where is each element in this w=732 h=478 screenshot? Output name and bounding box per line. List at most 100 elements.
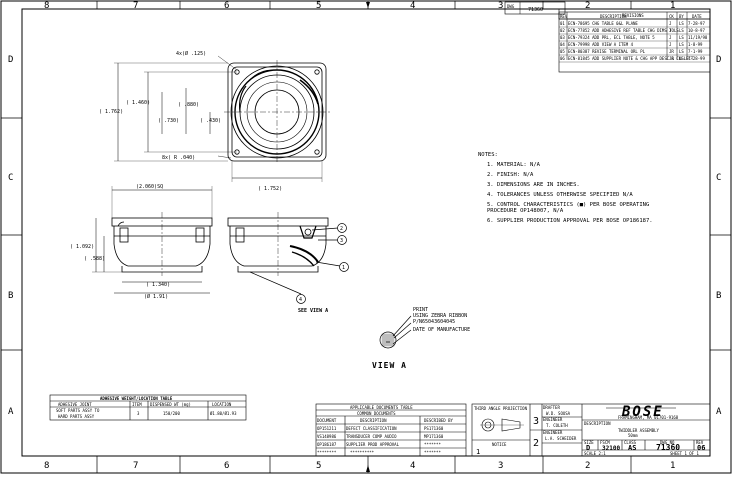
rev-row-4-cell-5: 1-8-99 (688, 42, 703, 47)
note-2: 2. FINISH: N/A (487, 172, 534, 178)
docs-r1-c2: DEFECT CLASSIFICATION (346, 426, 397, 431)
adhesive-h-loc: LOCATION (212, 402, 232, 407)
adhesive-joint-2: HARD PARTS ASSY (58, 414, 95, 419)
view-a-title: VIEW A (372, 361, 407, 370)
description-text: TWIDDLER ASSEMBLY (618, 428, 660, 433)
balloon-1: 1 (342, 265, 345, 271)
rev-row-5-cell-5: 7-1-99 (688, 49, 703, 54)
rev-row-3-cell-5: 11/19/98 (688, 35, 708, 40)
note-6: 6. SUPPLIER PRODUCTION APPROVAL PER BOSE… (487, 218, 653, 224)
docs-r2-c1: VS148986 (317, 434, 337, 439)
dim-880: ( .880) (178, 102, 199, 108)
adhesive-joint-1: SOFT PARTS ASSY TO (56, 408, 100, 413)
note-5: 5. CONTROL CHARACTERISTICS (■) PER BOSE … (487, 202, 649, 208)
top-view (114, 55, 330, 182)
balloon-2: 2 (340, 226, 343, 232)
rev-col-by: BY (679, 14, 684, 19)
docs-h-doc: DOCUMENT (317, 418, 337, 423)
dim-588: ( .588) (84, 256, 105, 262)
adhesive-wt: 150/200 (163, 411, 180, 416)
notes-heading: NOTES: (478, 152, 498, 158)
engineer2-name: L.A. SCHEIDER (545, 436, 577, 441)
balloon-4: 4 (299, 297, 302, 303)
zone-bottom-1: 1 (670, 461, 675, 471)
rev-row-5-cell-2: ECN-80387 REVISE TERMINAL ORL PL (568, 49, 646, 54)
address: FRAMINGHAM, MA 01701-9168 (618, 415, 679, 420)
docs-title: APPLICABLE DOCUMENTS TABLE (350, 405, 413, 410)
docs-h-by: DESCRIBED BY (424, 418, 453, 423)
see-view-a: SEE VIEW A (298, 308, 328, 314)
docs-h-desc: DESCRIPTION (360, 418, 387, 423)
rev-label: REV (696, 440, 704, 445)
rev-row-4-cell-3: J (669, 42, 671, 47)
docs-r2-c3: MP171360 (424, 434, 444, 439)
zone-left-d: D (8, 55, 13, 65)
size-label: SIZE (584, 440, 594, 445)
side-view-left (92, 186, 213, 294)
inner-border (21, 8, 711, 457)
docs-r3-c1: OP186187 (317, 442, 337, 447)
adhesive-item: 3 (137, 411, 140, 416)
rev-col-rev: REV (560, 14, 568, 19)
rev-row-2-cell-2: ECN-77852 ADD ADHESIVE REF TABLE CHG DIM… (568, 28, 679, 33)
note-5b: PROCEDURE OP148007, N/A (487, 208, 564, 214)
zone-top-6: 6 (224, 1, 229, 11)
revision-block: DWG 71360 REVISIONS REV DESCRIPTION CK B… (504, 1, 711, 73)
fscm-value: 32100 (602, 445, 620, 452)
rev-row-6-cell-5: 7-28-99 (688, 56, 705, 61)
zone-right-a: A (716, 407, 722, 417)
view-a-part: P/N65043604045 (413, 319, 455, 325)
rev-row-4-cell-4: LS (679, 42, 684, 47)
dim-1340: ( 1.340) (146, 282, 170, 288)
description-text-2: 50mm (628, 433, 638, 438)
docs-r4-c3: ******* (424, 450, 441, 455)
docs-r1-c1: OP151211 (317, 426, 337, 431)
rev-row-3-cell-4: LS (679, 35, 684, 40)
rev-row-6-cell-2: ECN-81845 ADD SUPPLIER NOTE & CHG APP DE… (568, 56, 694, 61)
zone-left-c: C (8, 173, 13, 183)
balloon-3: 3 (340, 238, 343, 244)
adhesive-table (49, 394, 247, 421)
center-arrow-bottom (366, 465, 370, 472)
dim-730: ( .730) (158, 118, 179, 124)
adhesive-title: ADHESIVE WEIGHT/LOCATION TABLE (100, 396, 173, 401)
zone-top-7: 7 (133, 1, 138, 11)
drafter-label: DRAFTER (543, 405, 560, 410)
rev-row-5-cell-4: LS (679, 49, 684, 54)
docs-r1-c3: PS171360 (424, 426, 444, 431)
level-3: 3 (533, 416, 539, 427)
drafter-name: W.D. SOUSA (546, 411, 571, 416)
note-3: 3. DIMENSIONS ARE IN INCHES. (487, 182, 580, 188)
dim-width-2060: (2.060)SQ (136, 184, 163, 190)
view-a-ribbon: USING ZEBRA RIBBON (413, 313, 467, 319)
dim-height-1460: ( 1.460) (126, 100, 150, 106)
scale-text: SCALE 2:1 (584, 451, 606, 456)
dim-hole: 4x(Ø .125) (176, 50, 206, 57)
adhesive-h-wt: DISPENSED WT (mg) (150, 402, 191, 407)
engineer2-label: ENGINEER (543, 430, 563, 435)
rev-row-1-cell-2: ECN-78695 CHG TABLE 0&L PLANE (568, 21, 638, 26)
zone-top-1: 1 (670, 1, 675, 11)
class-label: CLASS (624, 440, 637, 445)
rev-row-6-cell-3: JR (669, 56, 674, 61)
view-a-date: DATE OF MANUFACTURE (413, 327, 470, 333)
zone-top-2: 2 (585, 1, 590, 11)
title-block (471, 403, 711, 457)
rev-row-6-cell-4: LS (679, 56, 684, 61)
rev-row-1-cell-3: J (669, 21, 671, 26)
dim-width-1752: ( 1.752) (258, 186, 282, 192)
zone-top-4: 4 (410, 1, 415, 11)
docs-r3-c3: ******* (424, 442, 441, 447)
docs-r3-c2: SUPPLIER PROD APPROVAL (346, 442, 400, 447)
docs-table (315, 403, 467, 457)
dim-height-1762: ( 1.762) (99, 109, 123, 115)
company-logo: BOSE (621, 404, 664, 420)
revisions-title: REVISIONS (622, 13, 644, 18)
docs-r4-c1: ******** (317, 450, 337, 455)
adhesive-h-item: ITEM (132, 402, 142, 407)
docs-r4-c2: ********** (350, 450, 375, 455)
size-value: D (586, 444, 590, 452)
zone-top-5: 5 (316, 1, 321, 11)
